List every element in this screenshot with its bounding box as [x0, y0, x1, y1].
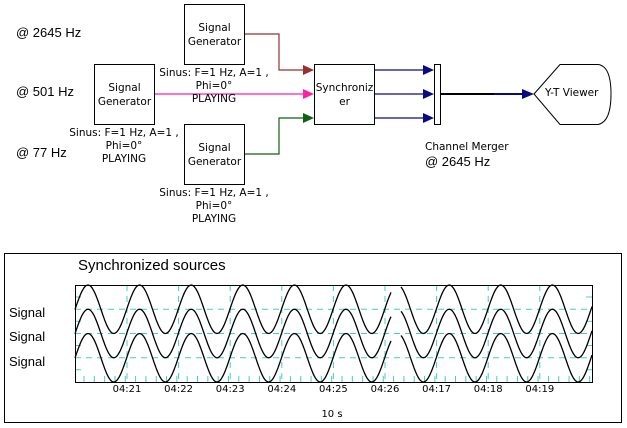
caption-phase: Phi=0° [195, 200, 233, 212]
arrow-merger-out [522, 89, 534, 99]
series-line-1 [400, 284, 593, 335]
x-tick-label: 04:21 [112, 384, 142, 395]
rate-label-2645: @ 2645 Hz [16, 25, 82, 40]
rate-label-501: @ 501 Hz [16, 84, 74, 99]
x-tick-label: 04:25 [318, 384, 348, 395]
chart-title: Synchronized sources [78, 257, 226, 274]
arrow-generator-top [303, 65, 314, 75]
yt-viewer-block[interactable] [533, 64, 612, 125]
yt-viewer-panel [4, 253, 622, 423]
generator-label-line2: Generator [187, 155, 242, 168]
caption-status: PLAYING [191, 93, 237, 105]
generator-label-line1: Signal [198, 141, 231, 154]
yt-viewer-label[interactable]: Y-T Viewer [545, 87, 599, 99]
series-line-2 [74, 308, 392, 359]
generator-label-line2: Generator [187, 35, 242, 48]
wire-generator-top[interactable] [244, 33, 304, 71]
caption-params: Sinus: F=1 Hz, A=1 , [69, 127, 179, 139]
channel-merger-caption: Channel Merger [425, 141, 509, 153]
signal-label-2: Signal [9, 329, 46, 344]
x-tick-label: 04:26 [370, 384, 400, 395]
generator-caption-top: Sinus: F=1 Hz, A=1 , Phi=0° PLAYING [144, 67, 284, 106]
caption-phase: Phi=0° [195, 80, 233, 92]
x-tick-label: 04:22 [164, 384, 194, 395]
generator-label-line2: Generator [97, 95, 152, 108]
generator-caption-bottom: Sinus: F=1 Hz, A=1 , Phi=0° PLAYING [144, 187, 284, 226]
channel-merger[interactable] [434, 64, 441, 125]
x-tick-label: 04:23 [215, 384, 245, 395]
caption-phase: Phi=0° [105, 140, 143, 152]
x-tick-label: 04:18 [473, 384, 503, 395]
wire-generator-bottom[interactable] [244, 117, 304, 155]
channel-merger-rate: @ 2645 Hz [425, 154, 491, 169]
rate-label-77: @ 77 Hz [16, 145, 67, 160]
arrow-sync-out-2 [423, 89, 434, 99]
x-tick-label: 04:17 [422, 384, 452, 395]
time-span-label: 10 s [321, 409, 343, 420]
signal-label-3: Signal [9, 354, 46, 369]
series-line-3 [74, 332, 392, 383]
synchronizer-label-line2: er [339, 95, 350, 108]
generator-label-line1: Signal [108, 81, 141, 94]
signal-label-1: Signal [9, 305, 46, 320]
arrow-generator-bottom [303, 113, 314, 123]
x-tick-label: 04:24 [267, 384, 297, 395]
series-line-1 [74, 284, 392, 335]
arrow-sync-out-3 [423, 113, 434, 123]
diagram-wires [154, 33, 612, 155]
generator-label-line1: Signal [198, 21, 231, 34]
arrow-sync-out-1 [423, 65, 434, 75]
x-tick-label: 04:19 [525, 384, 555, 395]
arrow-generator-middle [303, 89, 314, 99]
synchronizer-label-line1: Synchroniz [315, 81, 374, 94]
plot-frame [75, 285, 593, 383]
generator-caption-middle: Sinus: F=1 Hz, A=1 , Phi=0° PLAYING [54, 127, 194, 166]
caption-status: PLAYING [101, 153, 147, 165]
caption-params: Sinus: F=1 Hz, A=1 , [159, 67, 269, 79]
series-line-2 [400, 308, 593, 359]
series-line-3 [400, 332, 593, 383]
caption-params: Sinus: F=1 Hz, A=1 , [159, 187, 269, 199]
caption-status: PLAYING [191, 213, 237, 225]
